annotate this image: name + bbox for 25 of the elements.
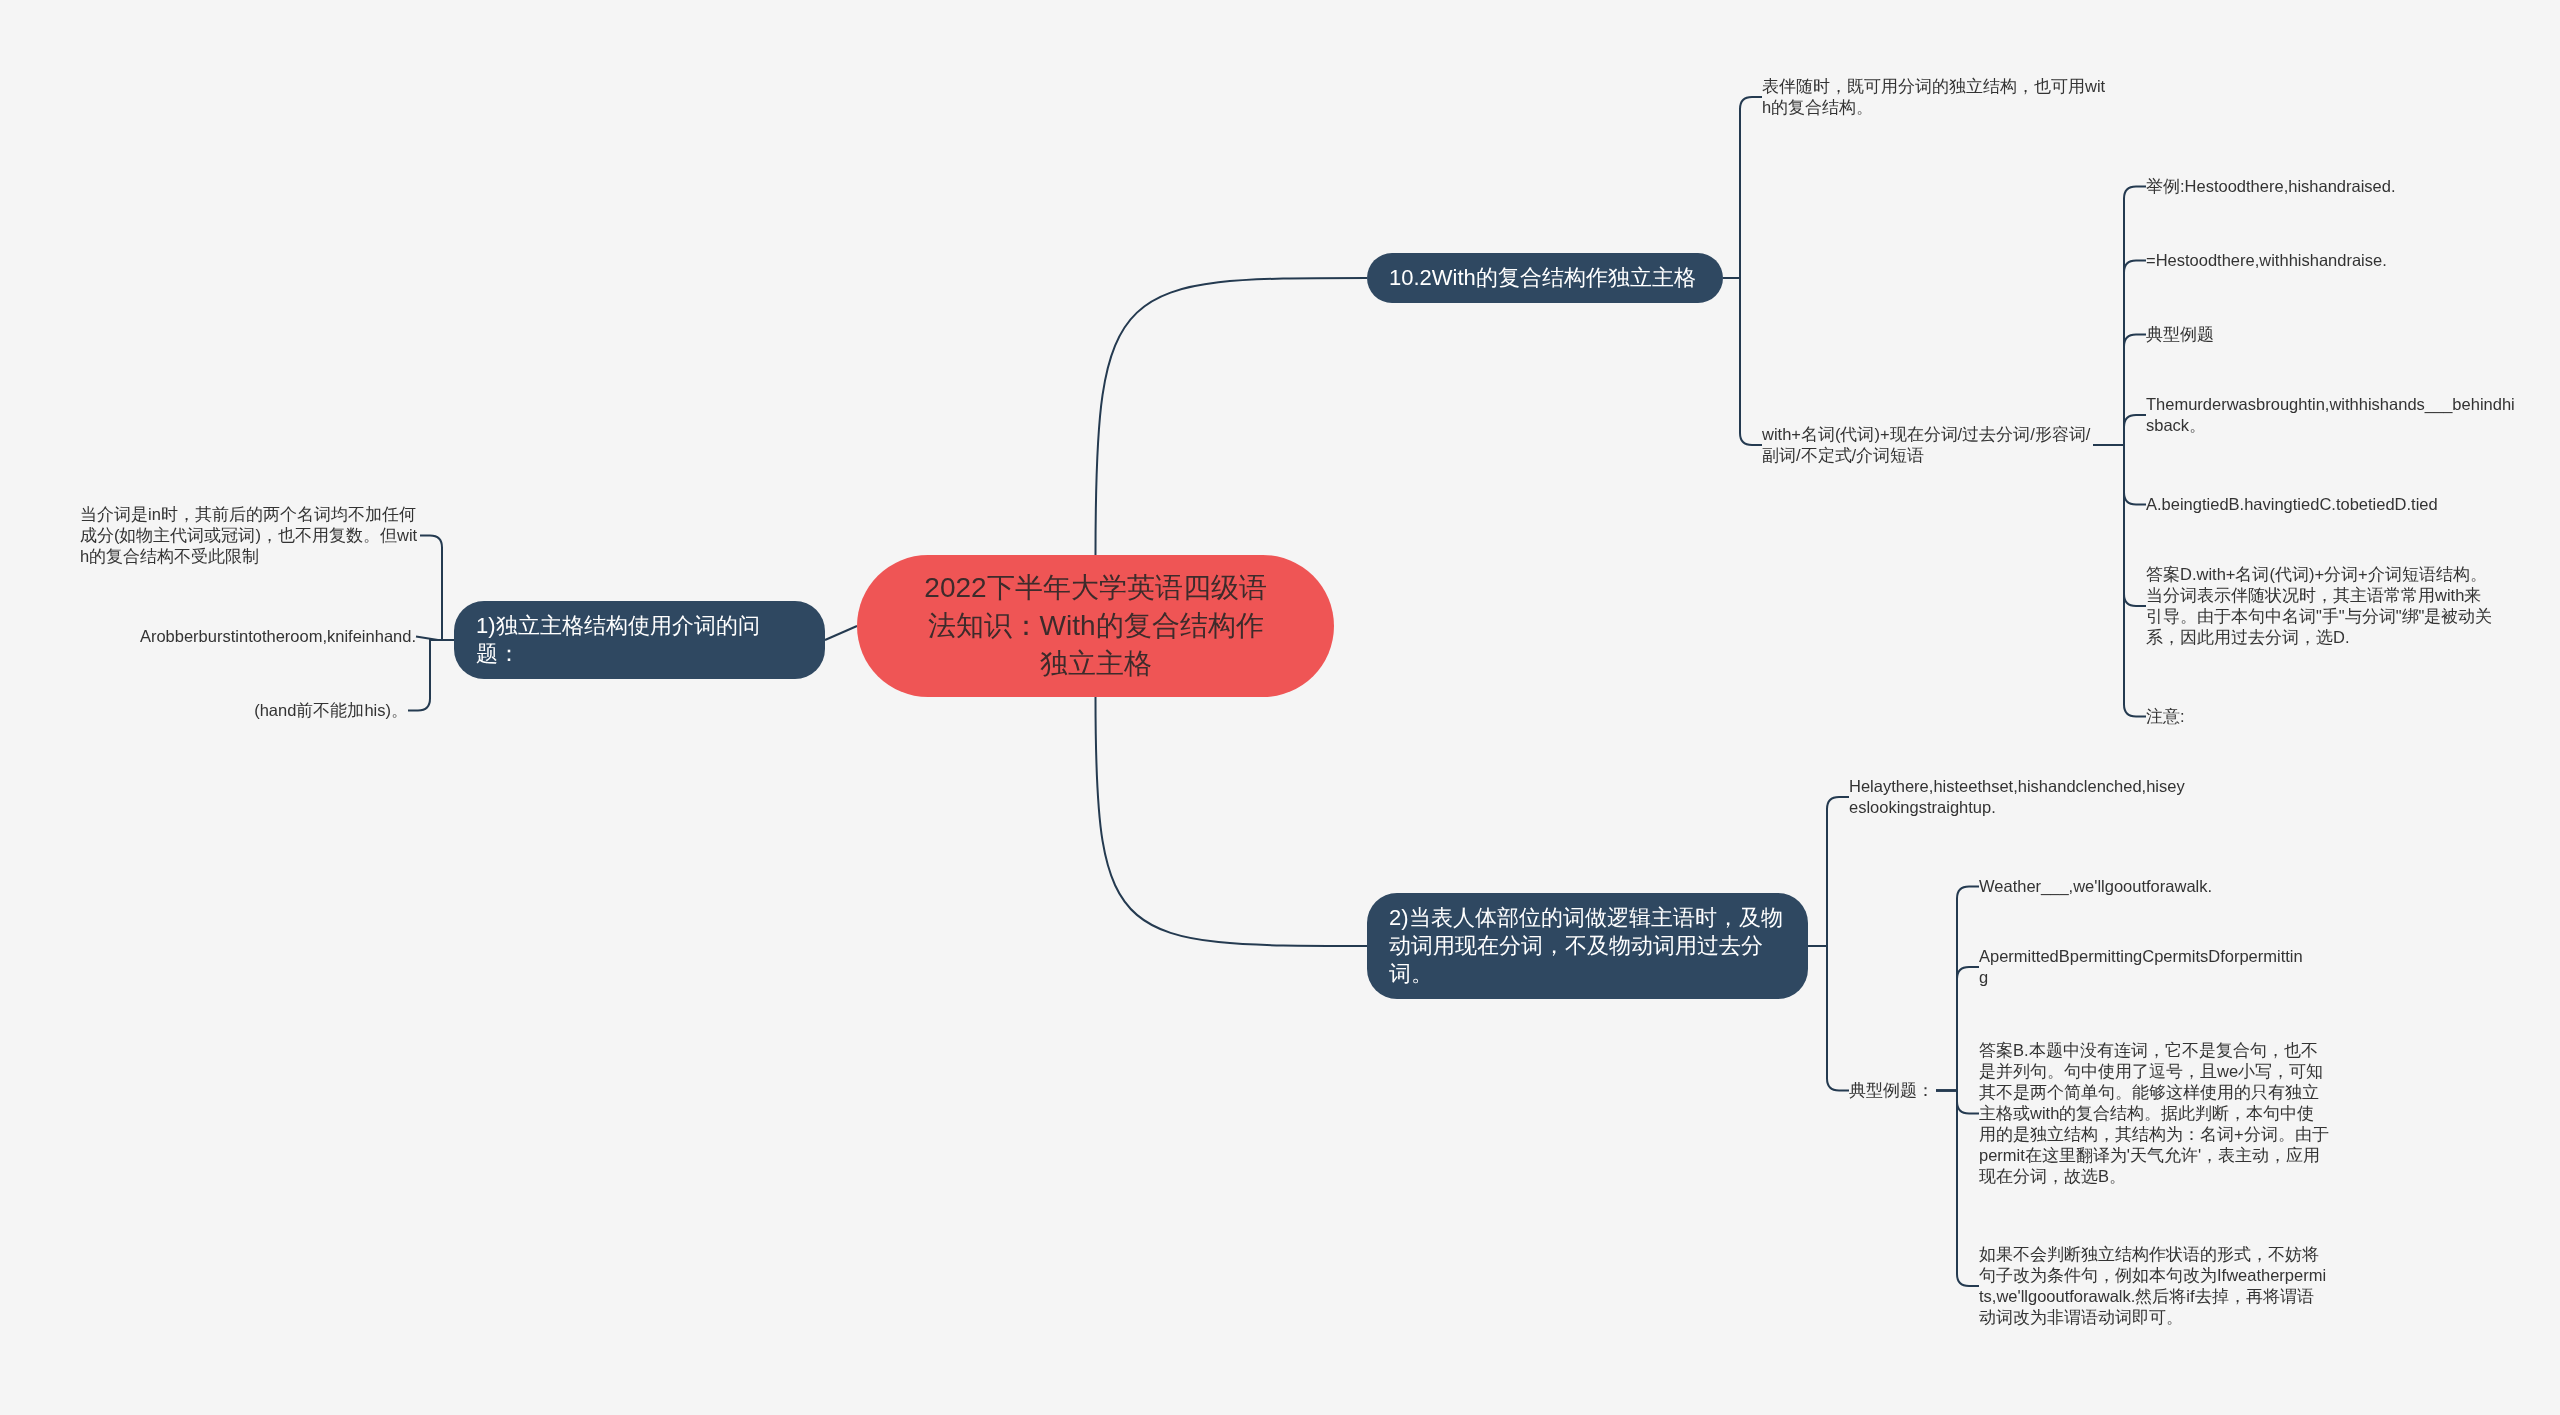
connector-line (824, 625, 858, 641)
topic-text: Themurderwasbroughtin,withhishands___behindhisback。 (2146, 394, 2517, 436)
topic-text: =Hestoodthere,withhishandraise. (2146, 250, 2389, 271)
topic-text: 注意: (2146, 706, 2187, 727)
connector-line (1094, 696, 1368, 947)
topic-text: 举例:Hestoodthere,hishandraised. (2146, 176, 2398, 197)
topic-text: 如果不会判断独立结构作状语的形式，不妨将句子改为条件句，例如本句改为Ifweatherpermits,we'llgooutforawalk.然后将if去掉，再将谓语动词改为非谓语动词即可。 (1979, 1244, 2329, 1328)
topic-text: Arobberburstintotheroom,knifeinhand. (137, 626, 416, 647)
topic-box: 2)当表人体部位的词做逻辑主语时，及物动词用现在分词，不及物动词用过去分词。 (1367, 893, 1808, 999)
topic-text: 典型例题 (2146, 324, 2216, 345)
topic-text: 答案B.本题中没有连词，它不是复合句，也不是并列句。句中使用了逗号，且we小写，可知其不是两个简单句。能够这样使用的只有独立主格或with的复合结构。据此判断，本句中使用的是独立结构，其结构为：名词+分词。由于permit在这里翻译为'天气允许'，表主动，应用现在分词，故选B。 (1979, 1040, 2331, 1187)
topic-text: 答案D.with+名词(代词)+分词+介词短语结构。当分词表示伴随状况时，其主语常常用with来引导。由于本句中名词"手"与分词"绑"是被动关系，因此用过去分词，选D. (2146, 564, 2495, 648)
topic-text: ApermittedBpermittingCpermitsDforpermitting (1979, 946, 2305, 988)
connector-line (1094, 277, 1368, 556)
topic-text: 当介词是in时，其前后的两个名词均不加任何成分(如物主代词或冠词)，也不用复数。但with的复合结构不受此限制 (80, 504, 420, 567)
topic-text: with+名词(代词)+现在分词/过去分词/形容词/副词/不定式/介词短语 (1762, 424, 2093, 466)
topic-text: 典型例题： (1849, 1080, 1936, 1101)
topic-box: 10.2With的复合结构作独立主格 (1367, 253, 1723, 303)
topic-text: Weather___,we'llgooutforawalk. (1979, 876, 2215, 897)
central-topic: 2022下半年大学英语四级语法知识：With的复合结构作独立主格 (857, 555, 1334, 697)
topic-box: 1)独立主格结构使用介词的问题： (454, 601, 825, 679)
topic-text: 表伴随时，既可用分词的独立结构，也可用with的复合结构。 (1762, 76, 2108, 118)
topic-text: A.beingtiedB.havingtiedC.tobetiedD.tied (2146, 494, 2440, 515)
topic-text: (hand前不能加his)。 (252, 700, 408, 721)
topic-text: Helaythere,histeethset,hishandclenched,hiseyeslookingstraightup. (1849, 776, 2187, 818)
